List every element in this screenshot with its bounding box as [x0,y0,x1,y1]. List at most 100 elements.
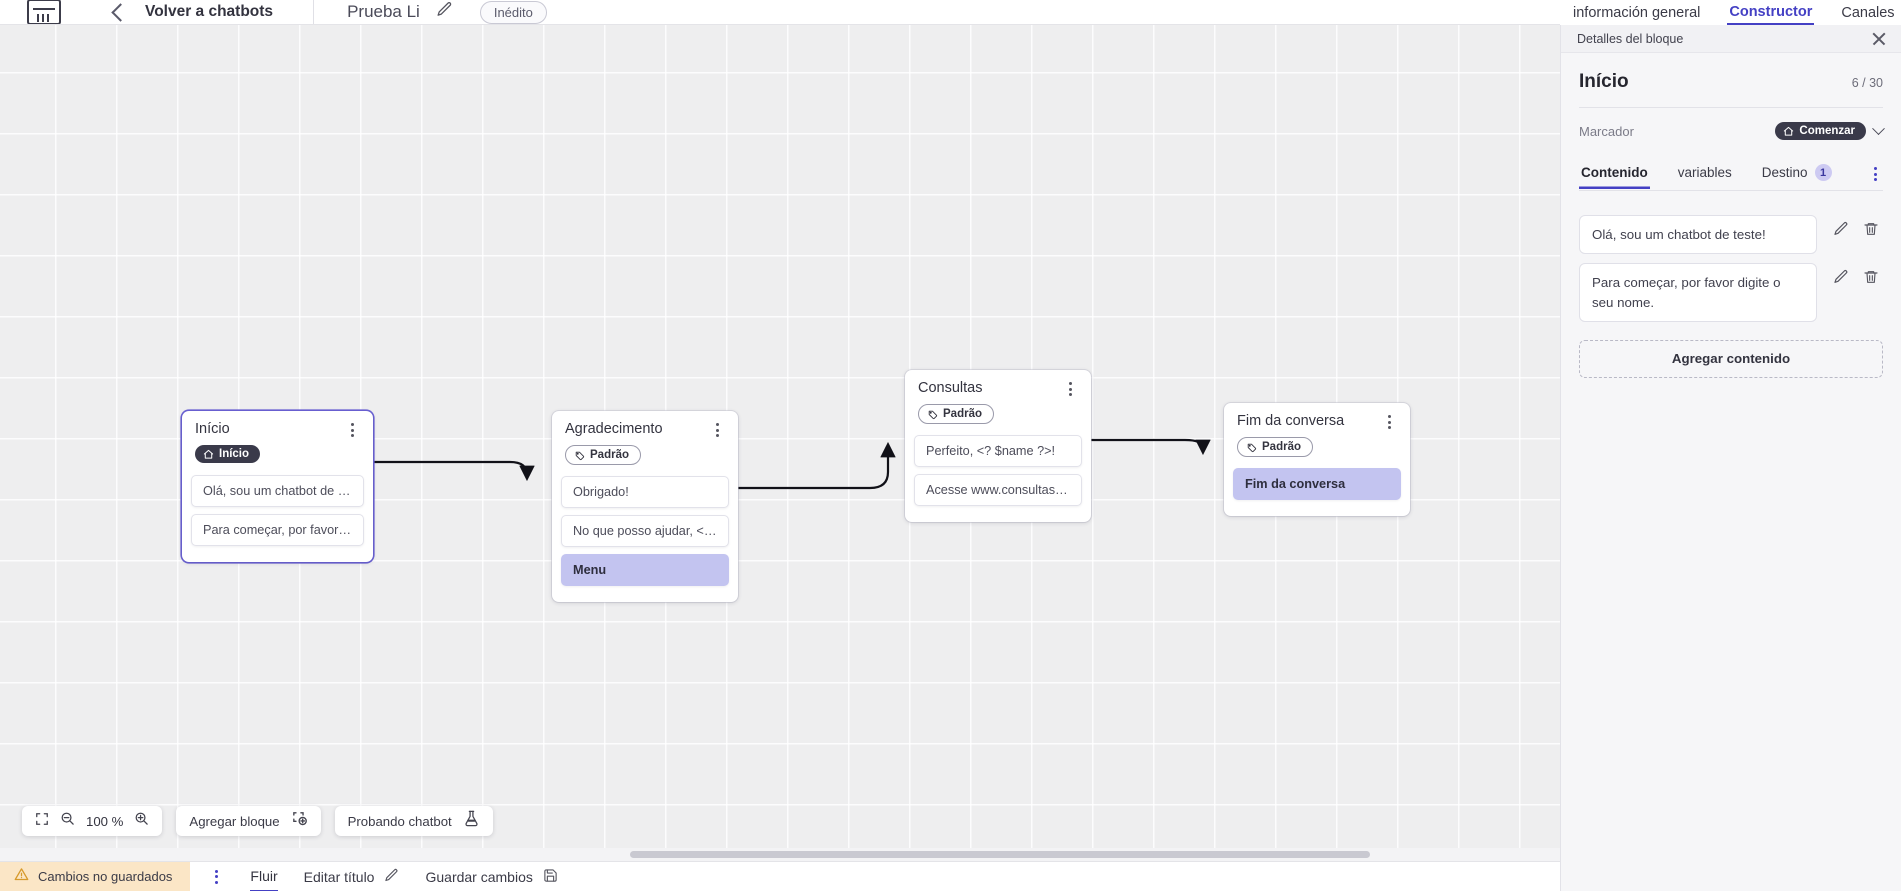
node-tag-label: Padrão [943,408,982,420]
main-nav-tabs: información general Constructor Canales [1560,0,1901,25]
tag-icon [1247,443,1257,452]
status-tab-fluir-label: Fluir [250,867,278,884]
panel-title-row: Início 6 / 30 [1579,53,1883,108]
flow-node-inicio[interactable]: Início Início Olá, sou um chatbot de tes… [182,411,373,562]
pencil-icon [384,868,399,886]
panel-body: Início 6 / 30 Marcador Comenzar Contenid… [1561,53,1901,891]
node-title: Fim da conversa [1237,413,1345,429]
node-message[interactable]: Obrigado! [561,475,729,508]
save-changes-button[interactable]: Guardar cambios [425,862,557,891]
zoom-out-icon[interactable] [60,811,75,831]
panel-header-title: Detalles del bloque [1577,31,1684,46]
row-actions [1817,215,1883,242]
flow-node-fim-da-conversa[interactable]: Fim da conversa Padrão Fim da conversa [1224,403,1410,516]
kebab-menu-icon[interactable] [711,422,725,438]
kebab-menu-icon[interactable] [1064,381,1078,397]
node-tag-row: Padrão [1224,430,1410,468]
node-tag-label: Padrão [1262,441,1301,453]
status-tab-fluir[interactable]: Fluir [250,862,278,891]
close-icon[interactable] [1871,31,1887,47]
save-disk-icon [543,868,558,886]
kebab-menu-icon[interactable] [1869,166,1883,182]
node-message[interactable]: Perfeito, <? $name ?>! [914,434,1082,467]
node-message-highlighted[interactable]: Menu [561,553,729,586]
block-details-panel: Detalles del bloque Início 6 / 30 Marcad… [1560,25,1901,891]
bot-name-label: Prueba Li [347,2,420,21]
trash-icon[interactable] [1863,221,1879,242]
tab-constructor[interactable]: Constructor [1727,0,1815,25]
unsaved-changes-badge: Cambios no guardados [0,862,191,891]
add-content-button[interactable]: Agregar contenido [1579,339,1883,378]
kebab-menu-icon[interactable] [1383,414,1397,430]
add-block-label: Agregar bloque [189,813,280,829]
tab-variables[interactable]: variables [1676,159,1734,189]
edit-title-button[interactable]: Editar título [304,862,400,891]
node-message[interactable]: Olá, sou um chatbot de teste! [191,474,364,507]
unsaved-changes-label: Cambios no guardados [38,869,173,884]
marker-row: Marcador Comenzar [1579,108,1885,152]
node-messages: Perfeito, <? $name ?>! Acesse www.consul… [905,434,1091,522]
chevron-down-icon[interactable] [1872,121,1885,135]
fit-screen-icon[interactable] [35,812,49,831]
marker-badge[interactable]: Comenzar [1775,122,1866,140]
node-tag-label: Início [219,448,250,460]
tag-icon [928,410,938,419]
pencil-icon[interactable] [1833,269,1849,290]
node-tag-row: Padrão [905,397,1091,435]
panel-count-label: 6 / 30 [1851,76,1883,90]
add-block-button[interactable]: Agregar bloque [176,806,321,836]
panel-tabs: Contenido variables Destino 1 [1579,152,1883,191]
zoom-in-icon[interactable] [134,811,149,831]
tab-informacion-general[interactable]: información general [1573,4,1701,21]
pencil-icon[interactable] [1833,221,1849,242]
flow-edges [373,438,1211,490]
flow-canvas[interactable]: Início Início Olá, sou um chatbot de tes… [0,25,1560,861]
tab-destino-label: Destino [1761,165,1808,180]
warning-triangle-icon [14,867,29,887]
page-title: Início [1579,71,1629,92]
canvas-hscrollbar-thumb[interactable] [630,851,1370,858]
node-messages: Obrigado! No que posso ajudar, <? $name … [552,475,738,602]
flow-node-consultas[interactable]: Consultas Padrão Perfeito, <? $name ?>! … [905,370,1091,522]
node-header: Consultas [905,370,1091,397]
node-message[interactable]: Acesse www.consultas.com par... [914,473,1082,506]
node-tag-row: Início [182,438,373,475]
panel-header: Detalles del bloque [1561,25,1901,53]
trash-icon[interactable] [1863,269,1879,290]
list-item: Olá, sou um chatbot de teste! [1579,215,1883,255]
row-actions [1817,263,1883,290]
node-header: Agradecimento [552,411,738,438]
app-logo-icon[interactable] [27,0,61,24]
content-text[interactable]: Olá, sou um chatbot de teste! [1579,215,1817,255]
pencil-icon[interactable] [436,1,453,23]
node-title: Consultas [918,380,983,396]
tab-canales[interactable]: Canales [1841,4,1895,21]
kebab-menu-icon[interactable] [346,422,360,438]
node-tag-label: Padrão [590,449,629,461]
zoom-controls: 100 % [22,806,163,836]
node-tag-row: Padrão [552,438,738,476]
header-divider [313,0,315,24]
node-message[interactable]: No que posso ajudar, <? $name ... [561,514,729,547]
canvas-hscrollbar-track[interactable] [0,848,1560,861]
chevron-left-icon[interactable] [111,2,130,22]
node-title: Início [195,421,230,437]
tab-contenido[interactable]: Contenido [1579,159,1650,189]
content-list: Olá, sou um chatbot de teste! Para começ… [1579,191,1883,378]
node-tag-badge: Padrão [1237,437,1313,457]
edit-title-label: Editar título [303,868,375,885]
home-icon [203,449,214,459]
flow-node-agradecimento[interactable]: Agradecimento Padrão Obrigado! No que po… [552,411,738,602]
node-message[interactable]: Para começar, por favor digite o ... [191,513,364,546]
flask-icon [463,810,480,832]
test-chatbot-button[interactable]: Probando chatbot [334,806,493,836]
back-to-chatbots-link[interactable]: Volver a chatbots [145,3,274,20]
content-text[interactable]: Para começar, por favor digite o seu nom… [1579,263,1817,322]
marker-value-group: Comenzar [1775,121,1885,140]
node-message-highlighted[interactable]: Fim da conversa [1233,467,1401,500]
tag-icon [575,451,585,460]
tab-destino[interactable]: Destino 1 [1760,158,1834,190]
kebab-menu-icon[interactable] [210,869,224,885]
tab-contenido-label: Contenido [1581,165,1648,180]
